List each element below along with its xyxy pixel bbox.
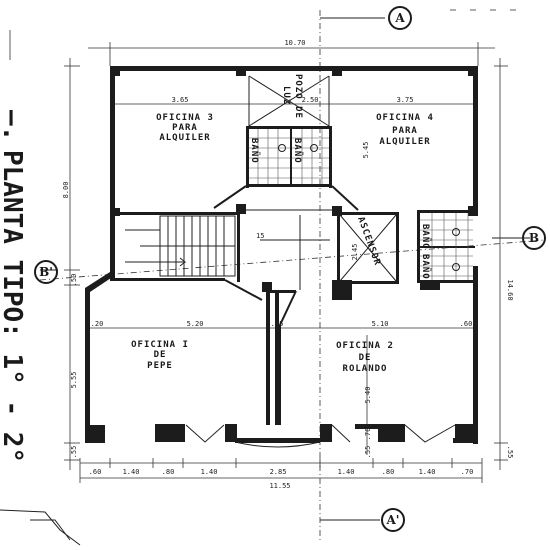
room-label-baths-top: BAÑO BAÑO	[249, 138, 303, 164]
svg-text:5.55: 5.55	[70, 372, 78, 389]
svg-text:ASCENSOR: ASCENSOR	[355, 216, 382, 268]
svg-text:BAÑO: BAÑO	[420, 224, 431, 250]
axis-bubble-a: A	[388, 6, 412, 30]
svg-text:.45: .45	[271, 320, 284, 328]
svg-text:5.10: 5.10	[372, 320, 389, 328]
svg-text:3.75: 3.75	[397, 96, 414, 104]
svg-text:OFICINA 2: OFICINA 2	[336, 341, 394, 351]
svg-text:2.50: 2.50	[302, 96, 319, 104]
svg-text:1.40: 1.40	[419, 468, 436, 476]
doors	[185, 424, 456, 448]
room-label-office-2: OFICINA 2 DE ROLANDO	[336, 341, 394, 374]
svg-text:1.40: 1.40	[201, 468, 218, 476]
room-label-office-3: OFICINA 3 PARA ALQUILER	[156, 113, 214, 143]
interior-walls	[115, 126, 475, 425]
svg-text:.70: .70	[461, 468, 474, 476]
svg-text:15: 15	[256, 232, 264, 240]
axis-lines	[39, 10, 546, 540]
svg-text:PARA: PARA	[392, 126, 418, 136]
svg-text:.50: .50	[70, 274, 78, 287]
svg-text:5.45: 5.45	[362, 142, 370, 159]
svg-text:POZO DE: POZO DE	[293, 74, 303, 119]
svg-text:.70: .70	[364, 428, 372, 441]
svg-text:.80: .80	[382, 468, 395, 476]
lobby-circulation-lines	[260, 215, 330, 290]
svg-text:PEPE: PEPE	[147, 361, 173, 371]
svg-text:DE: DE	[154, 350, 167, 360]
svg-text:3.65: 3.65	[172, 96, 189, 104]
svg-text:1.40: 1.40	[123, 468, 140, 476]
svg-text:OFICINA 4: OFICINA 4	[376, 113, 434, 123]
bath-tiles	[249, 129, 473, 280]
svg-text:BAÑO: BAÑO	[292, 138, 303, 164]
svg-text:DE: DE	[359, 353, 372, 363]
svg-text:BAÑO: BAÑO	[420, 254, 431, 280]
axis-bubble-b: B	[522, 226, 546, 250]
svg-text:.60: .60	[89, 468, 102, 476]
svg-text:.80: .80	[162, 468, 175, 476]
svg-text:LUZ: LUZ	[281, 86, 291, 105]
svg-text:8.00: 8.00	[62, 182, 70, 199]
svg-text:.60: .60	[460, 320, 473, 328]
stair	[125, 215, 236, 277]
svg-text:A': A'	[386, 513, 400, 527]
room-label-office-1: OFICINA I DE PEPE	[131, 340, 189, 371]
svg-text:10.70: 10.70	[284, 39, 305, 47]
svg-text:—.: —.	[0, 110, 27, 141]
svg-text:ALQUILER: ALQUILER	[159, 133, 210, 143]
svg-text:B': B'	[39, 265, 53, 279]
svg-text:.55: .55	[506, 446, 514, 459]
svg-text:A: A	[394, 11, 405, 25]
svg-text:11.55: 11.55	[269, 482, 290, 490]
svg-text:2.45: 2.45	[351, 244, 359, 261]
svg-text:5.20: 5.20	[187, 320, 204, 328]
room-label-office-4: OFICINA 4 PARA ALQUILER	[376, 113, 434, 147]
svg-text:.20: .20	[91, 320, 104, 328]
svg-text:1.40: 1.40	[338, 468, 355, 476]
svg-text:OFICINA 3: OFICINA 3	[156, 113, 214, 123]
room-label-elevator: ASCENSOR	[355, 216, 382, 268]
svg-text:2.85: 2.85	[270, 468, 287, 476]
svg-text:PLANTA TIPO: 1° - 2°: PLANTA TIPO: 1° - 2°	[0, 150, 27, 463]
svg-text:ROLANDO: ROLANDO	[343, 364, 388, 374]
svg-text:.55: .55	[364, 446, 372, 459]
svg-text:14.60: 14.60	[506, 279, 514, 300]
svg-text:ALQUILER: ALQUILER	[379, 137, 430, 147]
svg-text:BAÑO: BAÑO	[249, 138, 260, 164]
svg-text:OFICINA I: OFICINA I	[131, 340, 189, 350]
svg-text:PARA: PARA	[172, 123, 198, 133]
plan-title: —. PLANTA TIPO: 1° - 2°	[0, 110, 27, 463]
svg-text:B: B	[529, 231, 539, 245]
room-label-light-well: POZO DE LUZ	[281, 74, 303, 119]
corner-marks	[0, 9, 516, 546]
svg-text:.55: .55	[70, 446, 78, 459]
elevator-shaft	[339, 214, 397, 282]
dimension-lines	[64, 42, 508, 483]
dimension-texts: 10.70 3.65 2.50 3.75 8.00 .50 5.55 .55 1…	[62, 39, 514, 490]
axis-bubble-a-prime: A'	[381, 508, 405, 532]
axis-bubble-b-prime: B'	[34, 260, 58, 284]
svg-text:5.40: 5.40	[364, 387, 372, 404]
room-label-baths-right: BAÑO BAÑO	[420, 224, 431, 280]
light-well	[248, 75, 330, 127]
